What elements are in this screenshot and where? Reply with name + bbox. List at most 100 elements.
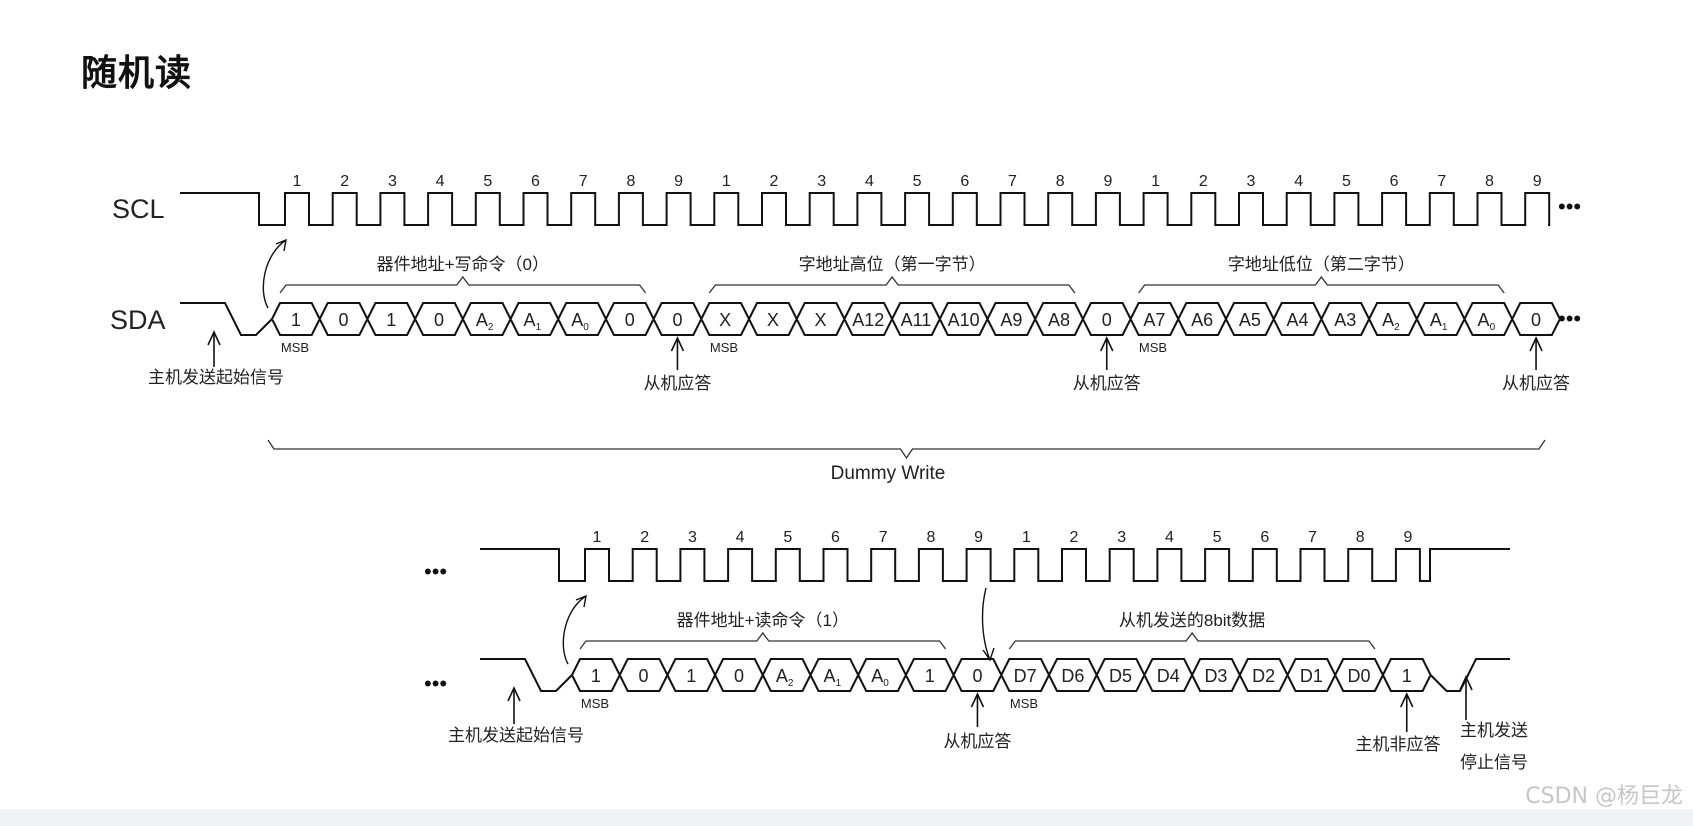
sda1-cell-23: A2 [1382, 310, 1400, 333]
watermark: CSDN @杨巨龙 [1525, 784, 1683, 809]
scl-2-waveform [480, 548, 1510, 582]
sda2-cell-1: 0 [639, 666, 649, 686]
sda1-msb-3: MSB [1139, 340, 1167, 355]
scl1-clock-number-8: 9 [674, 173, 683, 190]
sda2-msb-2: MSB [1010, 696, 1038, 711]
sda2-cell-9: D7 [1014, 666, 1037, 686]
scl2-clock-number-5: 6 [831, 529, 840, 546]
scl1-clock-number-12: 4 [865, 173, 874, 190]
sda2-cell-16: D0 [1348, 666, 1371, 686]
scl1-clock-number-3: 4 [436, 173, 445, 190]
sda2-group-brace-0 [579, 631, 947, 650]
scl1-clock-number-1: 2 [340, 173, 349, 190]
sda2-cell-13: D3 [1204, 666, 1227, 686]
sda2-cell-15: D1 [1300, 666, 1323, 686]
sda2-cell-12: D4 [1157, 666, 1180, 686]
sda2-cell-11: D5 [1109, 666, 1132, 686]
sda1-cell-4: A2 [476, 310, 494, 333]
sda2-msb-1: MSB [581, 696, 609, 711]
sda1-cell-14: A10 [948, 310, 980, 330]
scl2-clock-number-13: 5 [1213, 529, 1222, 546]
start-curve-2-head [575, 594, 587, 608]
scl2-clock-number-4: 5 [783, 529, 792, 546]
stop-label-2: 停止信号 [1460, 753, 1528, 772]
ack-arrow-2-head [970, 692, 985, 708]
ack-label-1-0: 从机应答 [643, 374, 711, 393]
scl2-clock-number-17: 9 [1403, 529, 1412, 546]
scl1-clock-number-21: 4 [1294, 173, 1303, 190]
scl2-clock-number-9: 1 [1022, 529, 1031, 546]
sda1-cell-5: A1 [524, 310, 542, 333]
scl1-clock-number-25: 8 [1485, 173, 1494, 190]
sda2-cell-14: D2 [1252, 666, 1275, 686]
sda1-cell-6: A0 [571, 310, 589, 333]
bottom-band [0, 809, 1693, 826]
scl1-clock-number-24: 7 [1437, 173, 1446, 190]
start-signal-label-1: 主机发送起始信号 [148, 368, 284, 387]
sda2-cell-6: A0 [871, 666, 889, 689]
sda1-cells [271, 302, 1561, 336]
ack-label-1-2: 从机应答 [1502, 374, 1570, 393]
scl1-clock-number-7: 8 [626, 173, 635, 190]
stop-label-1: 主机发送 [1460, 721, 1528, 740]
ellipsis-right-1: ••• [1558, 194, 1581, 219]
scl2-clock-number-3: 4 [736, 529, 745, 546]
scl1-clock-number-13: 5 [913, 173, 922, 190]
scl2-clock-number-10: 2 [1070, 529, 1079, 546]
scl1-clock-number-16: 8 [1056, 173, 1065, 190]
ack-arrow-1-2-head [1529, 336, 1543, 352]
scl1-clock-number-22: 5 [1342, 173, 1351, 190]
sda1-cell-2: 1 [386, 310, 396, 330]
scl1-clock-number-19: 2 [1199, 173, 1208, 190]
sda1-start-transition [180, 302, 273, 336]
sda2-cell-8: 0 [972, 666, 982, 686]
sda1-cell-21: A4 [1287, 310, 1309, 330]
scl1-clock-number-17: 9 [1103, 173, 1112, 190]
sda1-cell-25: A0 [1478, 310, 1496, 333]
ellipsis-left-1: ••• [424, 559, 447, 584]
sda1-msb-2: MSB [710, 340, 738, 355]
sda1-cell-22: A3 [1334, 310, 1356, 330]
sda1-cell-1: 0 [339, 310, 349, 330]
sda1-cell-15: A9 [1000, 310, 1022, 330]
sda1-group-brace-1 [708, 275, 1076, 294]
start-curve-2 [562, 595, 587, 665]
sda1-cell-11: X [815, 310, 827, 330]
ack-label-2: 从机应答 [943, 732, 1011, 751]
sda2-cell-5: A1 [824, 666, 842, 689]
scl1-clock-number-20: 3 [1247, 173, 1256, 190]
start-curve-1 [262, 239, 287, 309]
scl1-clock-number-23: 6 [1390, 173, 1399, 190]
scl1-clock-number-6: 7 [579, 173, 588, 190]
start-signal-label-2: 主机发送起始信号 [448, 726, 584, 745]
scl2-clock-number-15: 7 [1308, 529, 1317, 546]
sda2-cell-0: 1 [591, 666, 601, 686]
scl1-clock-number-14: 6 [960, 173, 969, 190]
dummy-write-label: Dummy Write [831, 463, 946, 484]
sda-label: SDA [110, 305, 166, 335]
sda1-msb-1: MSB [281, 340, 309, 355]
scl2-clock-number-8: 9 [974, 529, 983, 546]
scl1-clock-number-9: 1 [722, 173, 731, 190]
scl2-clock-number-14: 6 [1260, 529, 1269, 546]
page-title: 随机读 [81, 52, 193, 94]
nack-arrow-head [1400, 692, 1414, 708]
sda1-cell-7: 0 [625, 310, 635, 330]
sda1-group-brace-2 [1138, 275, 1505, 294]
sda2-group-label-1: 从机发送的8bit数据 [1119, 611, 1265, 630]
sda1-cell-26: 0 [1531, 310, 1541, 330]
ack-label-1-1: 从机应答 [1073, 374, 1141, 393]
scl2-clock-number-2: 3 [688, 529, 697, 546]
sda2-cell-4: A2 [776, 666, 794, 689]
sda1-cell-20: A5 [1239, 310, 1261, 330]
sda1-group-brace-0 [279, 275, 647, 294]
start-curve-1-head [275, 238, 287, 252]
sda2-start-transition [480, 658, 573, 692]
scl1-clock-number-15: 7 [1008, 173, 1017, 190]
stop-arrow-head [1459, 675, 1473, 691]
ack-arrow-1-1-head [1100, 336, 1114, 352]
scl2-clock-number-16: 8 [1356, 529, 1365, 546]
scl2-clock-number-11: 3 [1117, 529, 1126, 546]
